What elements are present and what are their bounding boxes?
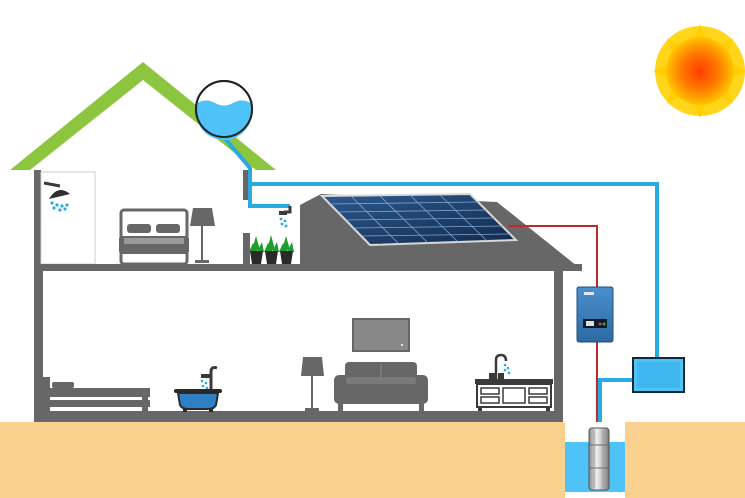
lamp-icon <box>301 357 324 411</box>
shower-icon <box>43 181 70 212</box>
sink-cabinet-icon <box>475 353 553 411</box>
upper-floor-slab <box>34 264 582 271</box>
sun-icon <box>653 24 745 118</box>
upper-right-wall <box>243 170 250 200</box>
lower-left-wall <box>34 264 43 422</box>
bed-icon <box>42 377 150 411</box>
window <box>40 171 96 265</box>
lamp-icon <box>190 208 215 263</box>
roof-water-tank-icon <box>195 80 253 140</box>
pump-controller-icon <box>576 286 614 343</box>
bathtub-icon <box>174 366 222 412</box>
lower-right-wall <box>554 264 563 422</box>
upper-left-wall <box>34 170 41 270</box>
faucet-icon <box>279 206 292 228</box>
tv-icon <box>352 318 410 352</box>
sofa-icon <box>334 362 428 411</box>
submersible-pump-icon <box>588 427 610 491</box>
water-filter-icon <box>632 357 685 393</box>
bed-icon <box>119 208 189 266</box>
house-roof <box>10 62 276 170</box>
ground-floor-slab <box>34 411 563 422</box>
solar-panel-icon <box>319 192 519 247</box>
ground <box>0 422 745 498</box>
plants-icon <box>249 235 294 264</box>
